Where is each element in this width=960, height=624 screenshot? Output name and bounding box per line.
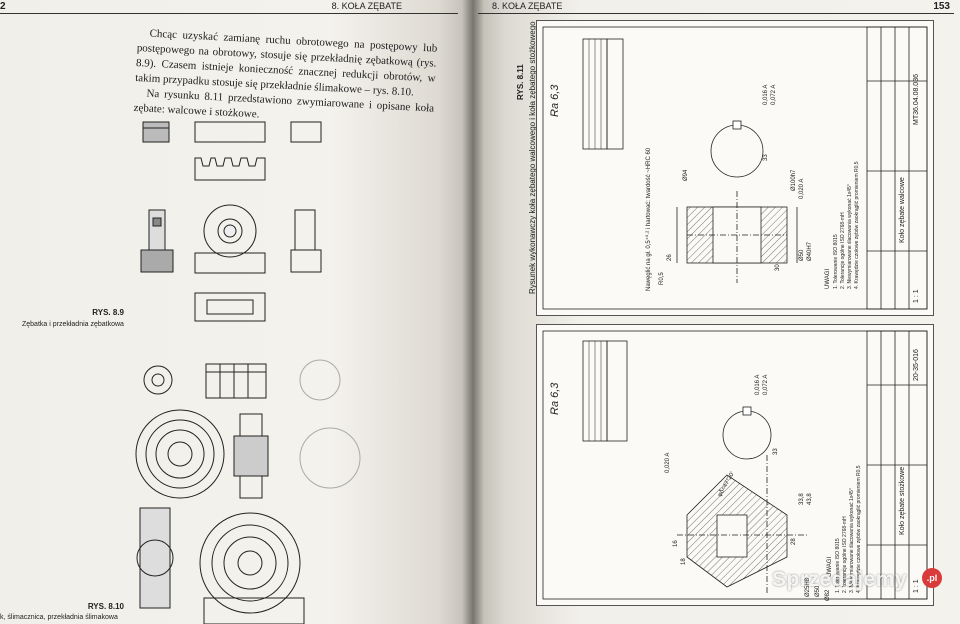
top-dim-8: R0,5 <box>659 272 665 285</box>
top-notes-title: UWAGI <box>825 268 831 289</box>
bottom-dim-5: 16 <box>673 540 679 547</box>
bottom-dim-6: 18 <box>681 558 687 565</box>
fig-8-9-label: RYS. 8.9 <box>92 308 124 317</box>
left-header-title: 8. KOŁA ZĘBATE <box>331 1 402 11</box>
body-text: Chcąc uzyskać zamianę ruchu obrotowego n… <box>133 26 437 132</box>
roughness-symbol-top: Ra 6,3 <box>549 84 561 117</box>
left-page-number: 2 <box>0 1 6 12</box>
watermark-logo: .pl <box>922 568 942 588</box>
top-dim-6: 30 <box>775 264 781 271</box>
hardening-note: Nawęglić na gł. 0,5⁺⁰·² i hartować: twar… <box>646 147 652 291</box>
left-running-header: 2 8. KOŁA ZĘBATE <box>0 0 458 14</box>
spur-gear-drawing <box>542 26 928 310</box>
fig-8-10-label: RYS. 8.10 <box>87 602 124 611</box>
top-dim-5: 26 <box>667 254 673 261</box>
bottom-dim-9: 43,8 <box>807 493 813 505</box>
watermark-text: Sprzedajemy <box>772 568 908 591</box>
right-running-header: 8. KOŁA ZĘBATE 153 <box>478 0 954 14</box>
top-dim-2: Ø50 <box>799 249 805 261</box>
top-drawing-number: MT36.04.08.036 <box>913 74 920 125</box>
rack-pinion-drawing <box>140 121 322 322</box>
bottom-scale: 1 : 1 <box>913 579 920 593</box>
right-page-number: 153 <box>933 1 950 12</box>
fig-8-11-label: RYS. 8.11 <box>516 64 525 100</box>
top-tolerance-2: 0,072 A <box>771 84 777 105</box>
bevel-gear-drawing <box>542 330 928 600</box>
fig-8-9-caption: Zębatka i przekładnia zębatkowa <box>22 321 124 328</box>
fig-8-9-label-block: RYS. 8.9 <box>84 308 124 317</box>
top-dim-7: 33 <box>763 154 769 161</box>
top-tolerance-3: 0,020 A <box>799 178 805 199</box>
bottom-drawing-number: 20-35-016 <box>913 349 920 381</box>
top-note-1: 1. Tolerowanie ISO 8015 <box>833 234 839 289</box>
bottom-dim-4: 33 <box>773 448 779 455</box>
fig-8-10-label-block: RYS. 8.10 <box>84 602 124 611</box>
left-page: 2 8. KOŁA ZĘBATE Chcąc uzyskać zamianę r… <box>0 0 472 624</box>
roughness-symbol-bottom: Ra 6,3 <box>549 382 561 415</box>
bottom-tolerance-2: 0,072 A <box>763 374 769 395</box>
right-header-title: 8. KOŁA ZĘBATE <box>492 1 563 11</box>
top-scale: 1 : 1 <box>913 289 920 303</box>
drawing-sheet-bevel-gear: Ra 6,3 Ø82 Ø50 Ø25H8 33 16 18 28 33,8 43… <box>536 324 934 606</box>
top-note-4: 4. Krawędzie czołowe zębów zaokrąglić pr… <box>854 161 860 289</box>
bottom-dim-8: 33,8 <box>799 493 805 505</box>
book-gutter <box>462 0 484 624</box>
top-note-2: 2. Tolerancje ogólne ISO 2768-mH <box>840 212 846 289</box>
fig-8-10-caption: k, ślimacznica, przekładnia ślimakowa <box>0 614 118 621</box>
top-dim-4: Ø100h7 <box>791 169 797 191</box>
bottom-part-name: Koło zębate stożkowe <box>899 466 906 535</box>
bottom-dim-7: 28 <box>791 538 797 545</box>
bottom-tolerance-3: 0,020 A <box>665 452 671 473</box>
worm-gear-drawing <box>135 359 361 624</box>
drawing-sheet-spur-gear: Ra 6,3 Ø94 Ø50 Ø40H7 Ø100h7 26 30 33 R0,… <box>536 20 934 316</box>
top-tolerance-1: 0,016 A <box>763 84 769 105</box>
top-dim-3: Ø40H7 <box>807 241 813 261</box>
top-dim-1: Ø94 <box>683 169 689 181</box>
top-note-3: 3. Niewymiarowane ślacowania wykonać 1x4… <box>847 184 853 289</box>
top-part-name: Koło zębate walcowe <box>899 177 906 243</box>
right-page: 8. KOŁA ZĘBATE 153 RYS. 8.11 Rysunek wyk… <box>472 0 960 624</box>
bottom-tolerance-1: 0,016 A <box>755 374 761 395</box>
